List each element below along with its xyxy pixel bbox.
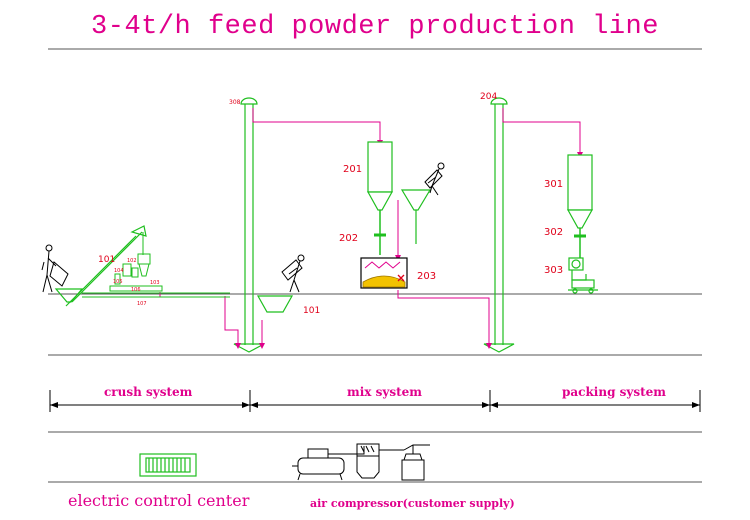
system-dimension-line xyxy=(49,390,701,412)
label-303: 303 xyxy=(544,265,563,276)
operator-figure-mixer xyxy=(424,162,445,196)
silo-301 xyxy=(566,154,594,229)
silo-201 xyxy=(366,141,394,211)
label-101-crush: 101 xyxy=(98,255,115,265)
valve-202 xyxy=(374,210,386,255)
crusher-unit xyxy=(109,232,163,292)
bucket-elevator-204 xyxy=(483,97,515,353)
screw-conveyor-107 xyxy=(82,292,230,298)
label-107: 107 xyxy=(137,301,147,307)
valve-302 xyxy=(574,228,586,258)
label-103: 103 xyxy=(150,280,160,286)
label-106: 106 xyxy=(131,287,141,293)
crush-system-label: crush system xyxy=(104,385,193,399)
air-compressor-icon xyxy=(292,446,365,481)
electric-control-center-label: electric control center xyxy=(68,491,250,510)
reference-lines xyxy=(48,48,702,483)
label-308: 308 xyxy=(229,99,241,106)
diagram-title: 3-4t/h feed powder production line xyxy=(91,12,659,42)
dimension-arrows xyxy=(50,402,700,408)
label-105: 105 xyxy=(113,279,123,285)
packing-scale-303 xyxy=(568,257,598,294)
packing-system-label: packing system xyxy=(562,385,666,399)
label-202: 202 xyxy=(339,233,358,244)
mixer-203 xyxy=(360,257,408,289)
equipment-labels: 308 204 201 202 203 301 302 303 101 101 … xyxy=(98,92,563,316)
air-compressor-label: air compressor(customer supply) xyxy=(310,497,515,510)
air-filter-tank-icon xyxy=(356,443,404,479)
operator-figure-pit xyxy=(281,254,305,293)
feeding-hopper xyxy=(400,189,432,244)
flow-arrows xyxy=(235,140,583,349)
air-storage-tank-icon xyxy=(401,444,430,481)
label-104: 104 xyxy=(114,268,124,274)
label-101-pit: 101 xyxy=(303,306,320,316)
label-204: 204 xyxy=(480,92,497,102)
label-301: 301 xyxy=(544,179,563,190)
mix-system-label: mix system xyxy=(347,385,422,399)
label-102: 102 xyxy=(127,258,137,264)
pit-hopper-101 xyxy=(256,295,294,313)
label-201: 201 xyxy=(343,164,362,175)
conveying-pipes xyxy=(159,108,581,343)
electric-control-cabinet-icon xyxy=(139,453,197,477)
bucket-elevator-308 xyxy=(233,97,265,353)
label-203: 203 xyxy=(417,271,436,282)
intake-hopper-crush xyxy=(54,225,147,307)
label-302: 302 xyxy=(544,227,563,238)
operator-figure-crush xyxy=(41,244,69,293)
